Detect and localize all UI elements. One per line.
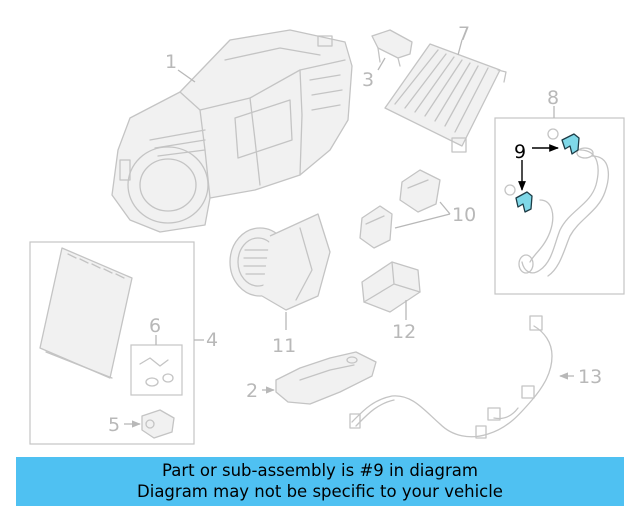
box-4 (29, 241, 195, 445)
connector-part (371, 29, 413, 67)
evaporator-part (39, 247, 133, 379)
control-module-part (361, 261, 421, 313)
callout-7: 7 (458, 23, 470, 45)
wiring-harness-part (349, 315, 553, 439)
banner-line-disclaimer: Diagram may not be specific to your vehi… (137, 482, 503, 501)
hvac-housing-part (111, 29, 353, 233)
info-banner: Part or sub-assembly is #9 in diagram Di… (16, 457, 624, 506)
callout-11: 11 (272, 335, 296, 357)
clip-part-highlighted (515, 133, 580, 213)
pipe-part (504, 128, 610, 277)
blower-motor-part (229, 213, 331, 311)
box-6 (130, 344, 183, 396)
callout-6: 6 (149, 315, 161, 337)
actuator-part (359, 169, 441, 249)
callout-13: 13 (578, 366, 602, 388)
callout-12: 12 (392, 321, 416, 343)
callout-10: 10 (452, 204, 476, 226)
callout-1: 1 (165, 51, 177, 73)
cover-part (275, 351, 377, 405)
callout-5: 5 (108, 414, 120, 436)
callout-4: 4 (206, 329, 218, 351)
callout-2: 2 (246, 380, 258, 402)
box-8 (494, 117, 625, 295)
callout-3: 3 (362, 69, 374, 91)
seal-part (139, 357, 174, 387)
callout-8: 8 (547, 87, 559, 109)
expansion-valve-part (141, 409, 175, 439)
parts-diagram: 1 3 7 8 9 10 (29, 23, 625, 445)
banner-line-part-number: Part or sub-assembly is #9 in diagram (162, 461, 478, 480)
heater-core-part (384, 43, 507, 153)
callout-9: 9 (514, 141, 526, 163)
